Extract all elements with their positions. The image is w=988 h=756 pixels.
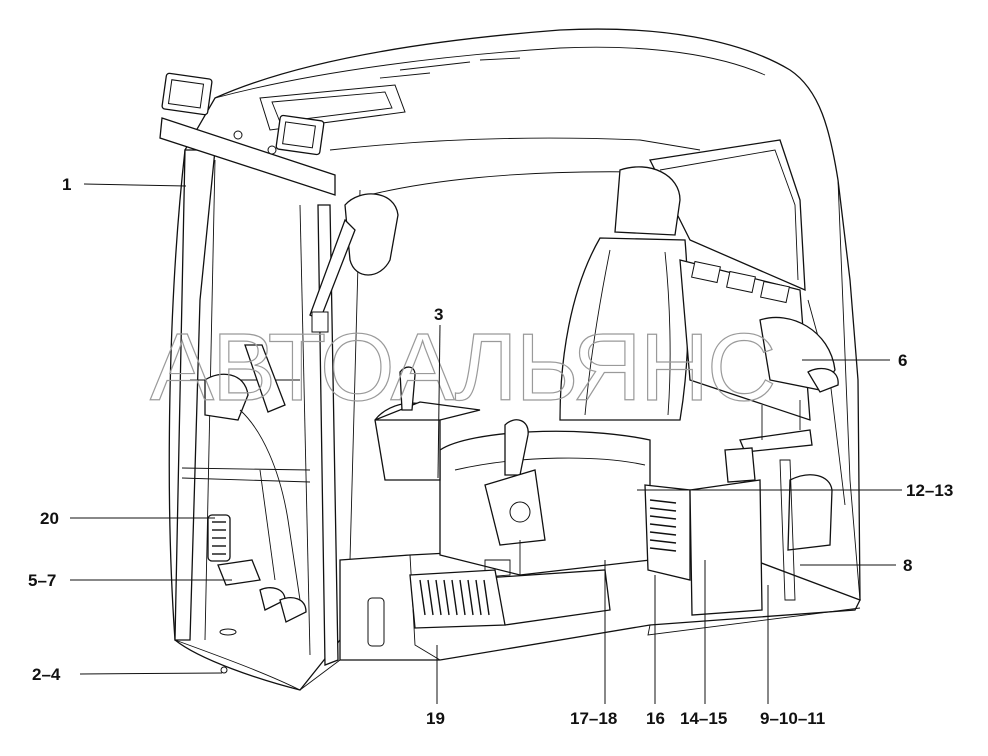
joystick-left [399,366,416,411]
roof-hatch-inner [271,91,393,123]
panel-switch [726,270,756,294]
callout-19: 19 [426,709,445,728]
leader-lines [70,183,902,704]
cab-base [174,639,341,691]
console-foot [724,447,756,483]
lamp-bolt [267,145,277,155]
door-frame-mid [299,204,311,656]
callout-9-10-11: 9–10–11 [760,709,825,728]
seat-back-seams [584,249,671,416]
door-vent-grill [212,521,226,555]
floor-bolt [219,628,237,636]
mirror-assembly [309,193,399,333]
rear-console [679,259,839,483]
work-lamps [159,72,336,196]
roof-ribs [379,57,521,79]
rear-mirror [344,193,399,276]
door-strut [259,469,276,581]
bolt-2-4 [220,666,228,674]
floor-grill-housing [409,569,506,629]
callout-8: 8 [903,556,912,575]
rear-box [787,474,833,551]
door-interior [204,344,307,674]
lamp-bracket [159,117,336,196]
panel-switch [760,280,790,304]
right-wall-edge [837,179,861,601]
callout-17-18: 17–18 [570,709,617,728]
seat-cushion [439,430,651,576]
side-cover-panel [689,479,763,616]
watermark-text: АВТОАЛЬЯНС [150,314,774,421]
seat-cushion-seam [454,457,646,471]
pedal-box [217,559,261,586]
armrest-knob [509,501,531,523]
roof-edge [214,46,766,99]
joystick-right [504,419,529,476]
seat-headrest [614,166,681,236]
air-duct-nozzle [807,367,839,393]
door-crossbar [181,467,311,483]
lamp-bolt [233,130,243,140]
door-lever [244,344,286,413]
callout-16: 16 [646,709,665,728]
rear-box-post [779,459,796,601]
leader-1 [83,183,187,187]
panel-switch [691,260,721,284]
callout-6: 6 [898,351,907,370]
callout-labels: 1 2–4 3 5–7 6 8 9–10–11 12–13 14–15 16 1… [28,175,953,728]
roof-front-edge [329,137,701,151]
callout-3: 3 [434,305,443,324]
callout-5-7: 5–7 [28,571,56,590]
side-handle-slot [367,597,385,647]
callout-14-15: 14–15 [680,709,727,728]
side-panels [207,459,833,629]
leader-2-4 [79,672,223,675]
pedal-right [279,597,307,623]
mirror-mount [311,311,329,333]
rear-window [649,139,806,292]
rear-window-inner [659,149,799,281]
work-lamp-right-lens [282,121,316,149]
rear-vent-grill [649,499,677,552]
bracket-bolts [761,400,801,440]
door-cable [239,409,301,601]
callout-1: 1 [62,175,71,194]
leader-3 [437,324,441,479]
callout-12-13: 12–13 [906,481,953,500]
floor-edge [647,607,861,636]
callout-2-4: 2–4 [32,665,61,684]
callout-20: 20 [40,509,59,528]
work-lamp-left-lens [167,79,205,109]
window-top [349,171,661,201]
floor-vent-grill [419,579,490,616]
